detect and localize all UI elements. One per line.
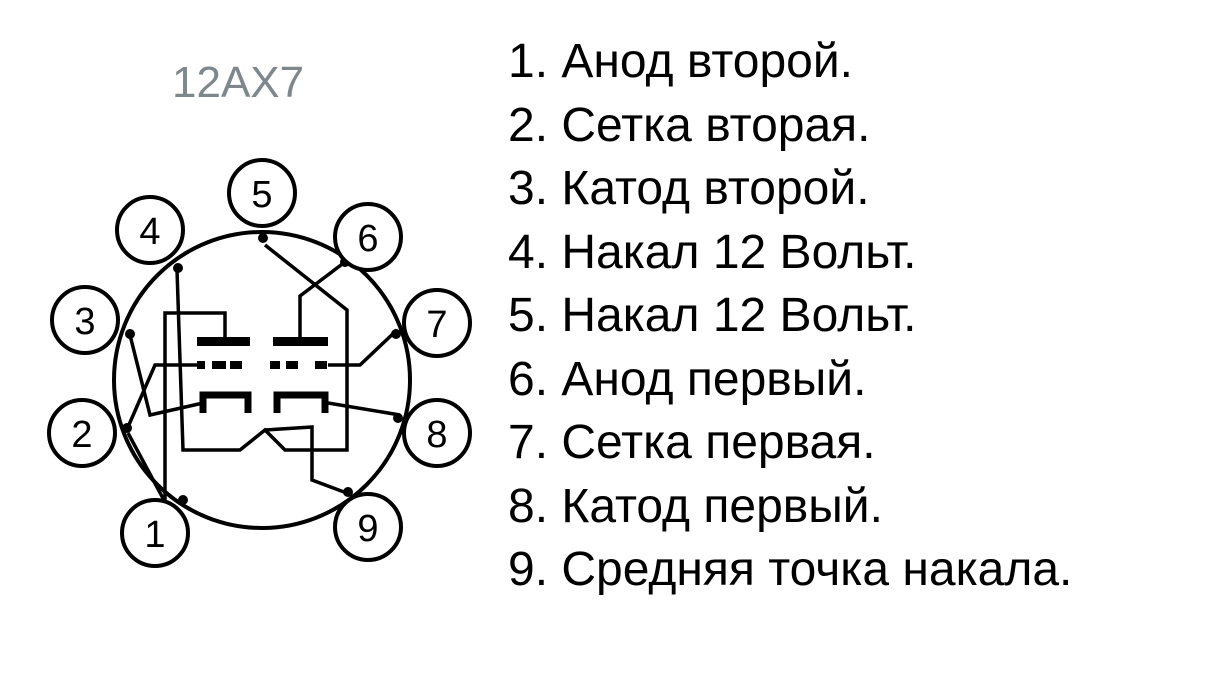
pin-number: 5 [251, 174, 272, 216]
pin-description: 8. Катод первый. [508, 479, 883, 533]
pin-description: 4. Накал 12 Вольт. [508, 225, 917, 279]
pin-2: 2 [47, 398, 117, 468]
pin-6: 6 [333, 202, 403, 272]
pin-description: 1. Анод второй. [508, 35, 853, 88]
cathodes [199, 391, 329, 413]
pin-number: 6 [357, 218, 378, 260]
pin-description: 3. Катод второй. [508, 162, 870, 215]
pin-number: 2 [71, 414, 92, 456]
pin-5: 5 [227, 158, 297, 228]
pin-number: 9 [357, 508, 378, 550]
pin-number: 7 [426, 304, 447, 346]
pin-circle [402, 288, 472, 358]
pin-3: 3 [50, 285, 120, 355]
tube-envelope [112, 230, 412, 530]
pin-description: 7. Сетка первая. [508, 416, 876, 469]
pin-1: 1 [120, 498, 190, 568]
pin-description: 9. Средняя точка накала. [508, 543, 1073, 596]
pin-9: 9 [333, 492, 403, 562]
pin-description: 5. Накал 12 Вольт. [508, 289, 917, 342]
tube-title: 12AX7 [172, 58, 305, 107]
pin-circle [120, 498, 190, 568]
pin-number: 3 [74, 301, 95, 343]
pin-description: 6. Анод первый. [508, 352, 867, 406]
pin-circle [333, 492, 403, 562]
internal-wiring [126, 243, 401, 532]
pin-number: 4 [139, 211, 160, 253]
pin-circle [50, 285, 120, 355]
pin-circle [333, 202, 403, 272]
pin-number: 1 [144, 514, 165, 556]
pin-list: 1. Анод второй. 2. Сетка вторая. 3. Като… [508, 30, 1072, 602]
pin-circle [227, 158, 297, 228]
pin-8: 8 [402, 398, 472, 468]
pin-number: 8 [426, 414, 447, 456]
pin-circle [115, 195, 185, 265]
pin-description: 2. Сетка вторая. [508, 98, 871, 152]
pin-circle [402, 398, 472, 468]
electrodes [197, 337, 328, 369]
pin-circles: 1 2 3 4 5 6 7 8 9 [47, 158, 472, 568]
pin-7: 7 [402, 288, 472, 358]
pin-4: 4 [115, 195, 185, 265]
pin-circle [47, 398, 117, 468]
